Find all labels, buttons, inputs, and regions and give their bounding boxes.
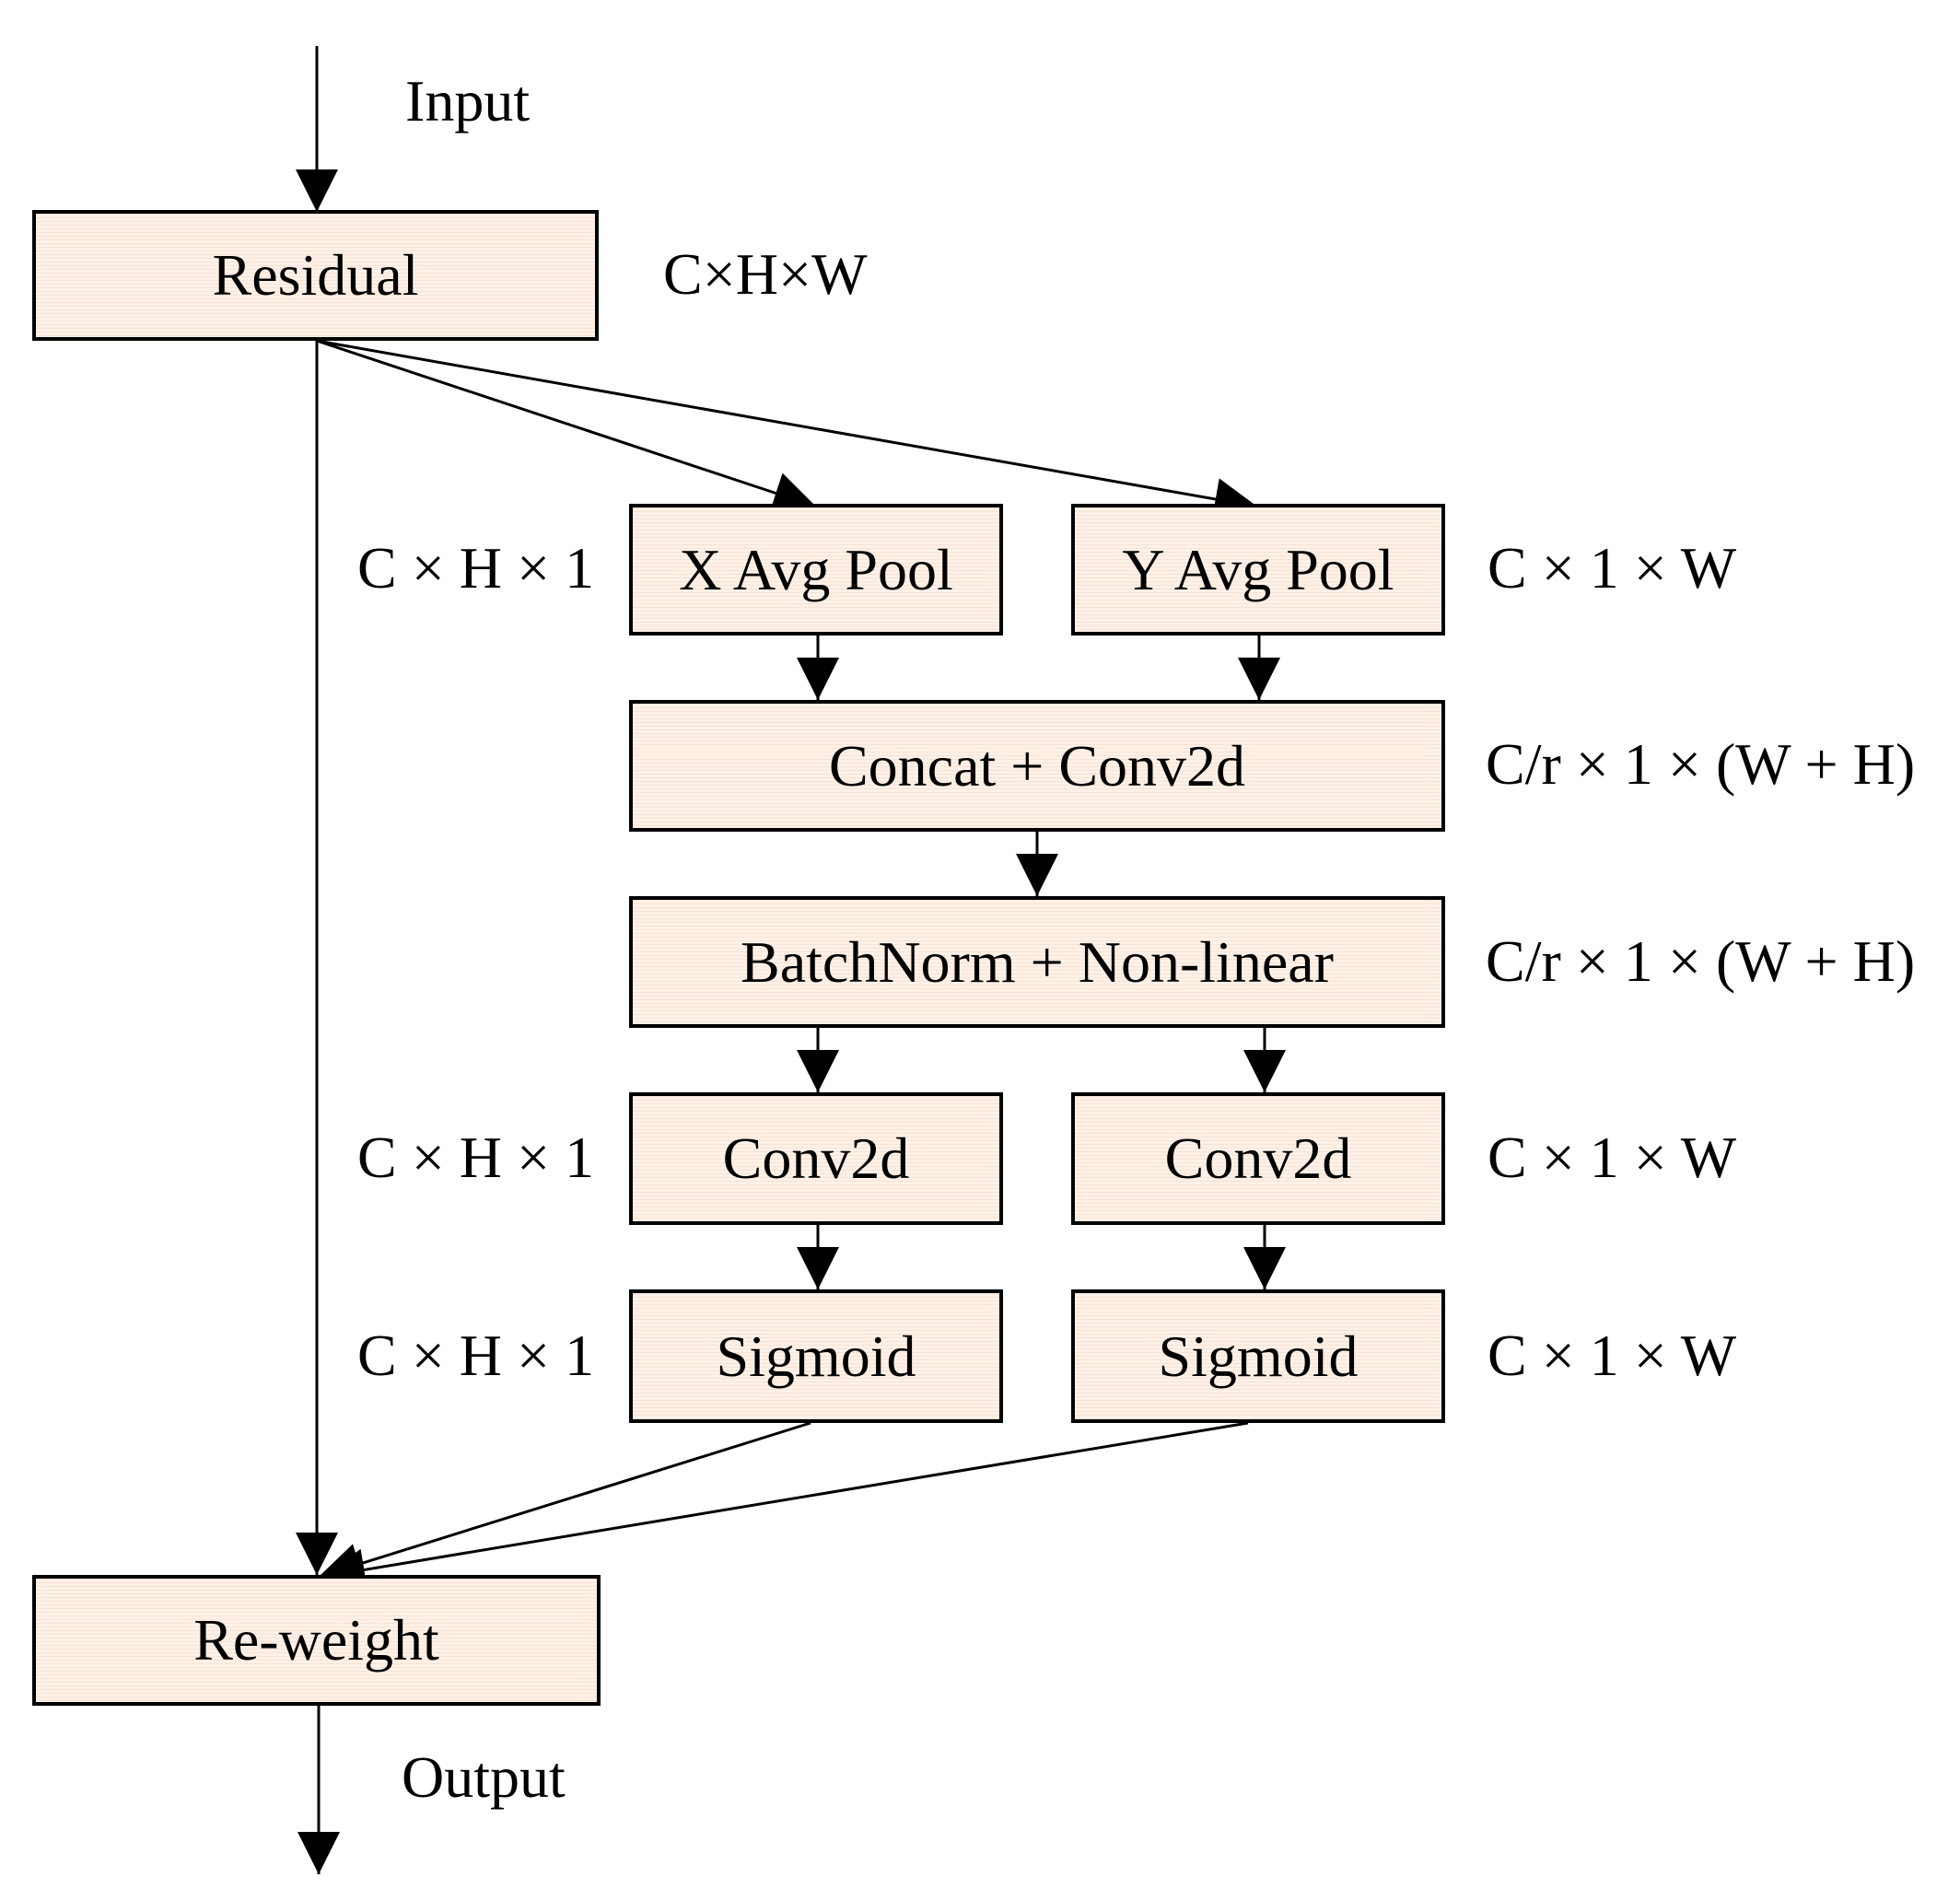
y-pool-dims-label: C × 1 × W bbox=[1488, 535, 1737, 601]
conv-left-label: Conv2d bbox=[722, 1125, 910, 1191]
conv-right-label: Conv2d bbox=[1164, 1125, 1352, 1191]
input-label: Input bbox=[405, 68, 531, 134]
sigmoid-left-label: Sigmoid bbox=[716, 1323, 916, 1389]
batchnorm-dims-label: C/r × 1 × (W + H) bbox=[1486, 928, 1916, 994]
conv-left-dims-label: C × H × 1 bbox=[357, 1125, 595, 1190]
residual-label: Residual bbox=[212, 242, 419, 308]
x-avg-pool-block: X Avg Pool bbox=[629, 504, 1003, 635]
sigmoid-left-block: Sigmoid bbox=[629, 1289, 1003, 1423]
conv-left-block: Conv2d bbox=[629, 1092, 1003, 1225]
conv-right-block: Conv2d bbox=[1071, 1092, 1445, 1225]
reweight-label: Re-weight bbox=[193, 1607, 439, 1673]
sigmoid-right-block: Sigmoid bbox=[1071, 1289, 1445, 1423]
conv-right-dims-label: C × 1 × W bbox=[1488, 1125, 1737, 1190]
batchnorm-block: BatchNorm + Non-linear bbox=[629, 896, 1445, 1028]
residual-dims-label: C×H×W bbox=[663, 241, 868, 307]
residual-block: Residual bbox=[32, 210, 599, 341]
sigmoid-right-label: Sigmoid bbox=[1158, 1323, 1359, 1389]
x-avg-pool-label: X Avg Pool bbox=[679, 536, 953, 602]
sigmoid-right-dims-label: C × 1 × W bbox=[1488, 1323, 1737, 1388]
y-avg-pool-label: Y Avg Pool bbox=[1122, 536, 1394, 602]
residual-to-x-pool-arrow bbox=[316, 339, 817, 514]
sigmoid-left-to-reweight-arrow bbox=[318, 1421, 811, 1585]
y-avg-pool-block: Y Avg Pool bbox=[1071, 504, 1445, 635]
sigmoid-left-dims-label: C × H × 1 bbox=[357, 1323, 595, 1388]
sigmoid-right-to-reweight-arrow bbox=[321, 1421, 1249, 1592]
output-label: Output bbox=[402, 1744, 566, 1810]
batchnorm-label: BatchNorm + Non-linear bbox=[741, 928, 1334, 995]
concat-dims-label: C/r × 1 × (W + H) bbox=[1486, 731, 1916, 797]
residual-to-y-pool-arrow bbox=[316, 339, 1258, 520]
x-pool-dims-label: C × H × 1 bbox=[357, 535, 595, 601]
concat-conv-block: Concat + Conv2d bbox=[629, 700, 1445, 832]
concat-conv-label: Concat + Conv2d bbox=[828, 732, 1246, 799]
reweight-block: Re-weight bbox=[32, 1575, 601, 1706]
